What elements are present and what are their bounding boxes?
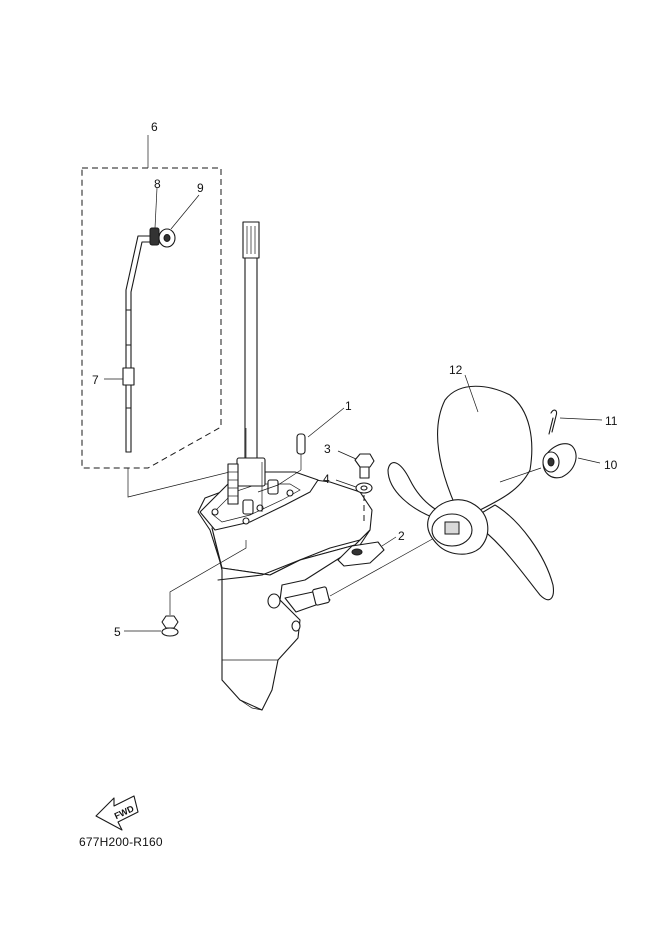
callout-8: 8 <box>154 177 161 191</box>
callout-7: 7 <box>92 373 99 387</box>
callout-4: 4 <box>323 472 330 486</box>
propeller-12 <box>387 374 554 601</box>
callout-12: 12 <box>449 363 463 377</box>
callout-11: 11 <box>605 414 618 428</box>
drive-shaft <box>242 221 260 461</box>
dowel-pin-1 <box>257 407 345 493</box>
callout-labels: 1 2 3 4 5 6 7 8 9 10 11 12 <box>92 120 618 639</box>
cotter-pin-11 <box>548 409 603 435</box>
shift-rod-7 <box>104 235 157 453</box>
callout-6: 6 <box>151 120 158 134</box>
leader-6-to-housing <box>127 428 247 498</box>
bolt-3 <box>337 450 375 479</box>
drawing-code: 677H200-R160 <box>79 835 163 849</box>
clip-8-and-grommet-9 <box>149 187 200 248</box>
callout-3: 3 <box>324 442 331 456</box>
assembly-6-dashed-box <box>81 135 222 469</box>
propeller-nut-10 <box>499 443 601 483</box>
drain-bolt-5 <box>124 615 179 637</box>
callout-1: 1 <box>345 399 352 413</box>
anode-2 <box>337 536 397 567</box>
callout-2: 2 <box>398 529 405 543</box>
leader-shaft-to-propeller <box>329 536 437 597</box>
callout-9: 9 <box>197 181 204 195</box>
fwd-arrow-icon: FWD <box>95 795 139 831</box>
lower-unit-housing <box>197 457 373 711</box>
washer-4 <box>335 479 373 523</box>
callout-5: 5 <box>114 625 121 639</box>
leader-5 <box>169 540 247 615</box>
callout-10: 10 <box>604 458 618 472</box>
